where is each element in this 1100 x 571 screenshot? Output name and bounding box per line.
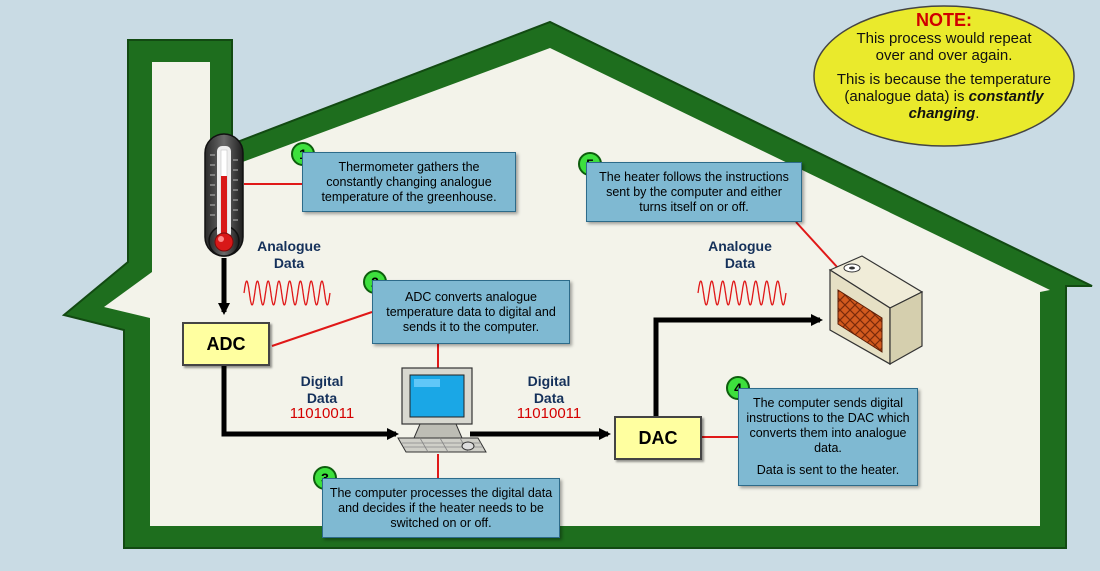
analogue-wave-right	[697, 280, 787, 306]
adc-box: ADC	[182, 322, 270, 366]
step-5-text: The heater follows the instructions sent…	[599, 169, 789, 214]
note-callout: NOTE: This process would repeat over and…	[816, 4, 1072, 148]
note-line-2-start: This is because the temperature (analogu…	[836, 71, 1052, 105]
step-5-box: The heater follows the instructions sent…	[586, 162, 802, 222]
note-line-1: This process would repeat over and over …	[856, 30, 1032, 64]
analogue-data-label-left: Analogue Data	[257, 238, 321, 271]
step-2-box: ADC converts analogue temperature data t…	[372, 280, 570, 344]
note-line-2-end: .	[975, 105, 980, 122]
step-3-box: The computer processes the digital data …	[322, 478, 560, 538]
dac-box: DAC	[614, 416, 702, 460]
flow-arrows	[218, 258, 823, 440]
note-bubble	[813, 5, 1075, 147]
analogue-wave-left	[243, 280, 331, 306]
step-4-box: The computer sends digital instructions …	[738, 388, 918, 486]
step-2-text: ADC converts analogue temperature data t…	[386, 289, 556, 334]
step-1-box: Thermometer gathers the constantly chang…	[302, 152, 516, 212]
note-line-2: This is because the temperature (analogu…	[816, 71, 1072, 122]
thermometer-icon	[204, 133, 244, 257]
analogue-data-label-right: Analogue Data	[708, 238, 772, 271]
digital-data-label-left: Digital Data	[300, 373, 344, 406]
digital-data-label-right: Digital Data	[527, 373, 571, 406]
binary-value-right: 11010011	[516, 405, 582, 422]
note-emphasis: constantly changing	[908, 88, 1044, 122]
note-title: NOTE:	[916, 10, 972, 30]
computer-icon	[397, 367, 487, 453]
step-4-text-2: Data is sent to the heater.	[756, 463, 900, 477]
step-4-text: The computer sends digital instructions …	[746, 396, 910, 455]
step-3-text: The computer processes the digital data …	[329, 485, 553, 530]
binary-value-left: 11010011	[289, 405, 355, 422]
step-1-text: Thermometer gathers the constantly chang…	[321, 159, 497, 204]
heater-icon	[828, 255, 924, 366]
